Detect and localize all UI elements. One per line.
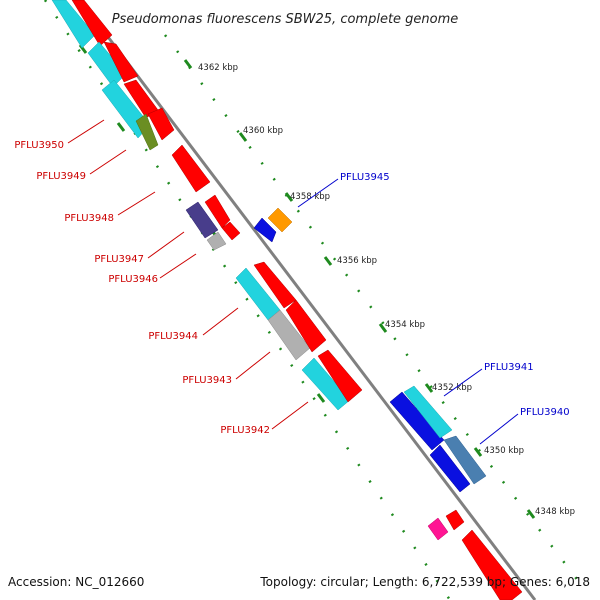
gene-label-pflu3950[interactable]: PFLU3950	[14, 140, 64, 151]
gene-label-pflu3943[interactable]: PFLU3943	[182, 375, 232, 386]
gene-label-pflu3949[interactable]: PFLU3949	[36, 171, 86, 182]
cds-red-8[interactable]	[285, 299, 327, 353]
scale-label-4358: 4358 kbp	[290, 192, 330, 202]
scale-label-4356: 4356 kbp	[337, 256, 377, 266]
cds-steel-pflu3940[interactable]	[443, 435, 487, 485]
cds-red-11[interactable]	[461, 529, 523, 600]
cds-magenta-1[interactable]	[427, 517, 449, 541]
reverse-label-connectors	[67, 119, 309, 430]
cds-blue-pflu3945[interactable]	[253, 217, 277, 243]
cds-red-9[interactable]	[317, 349, 363, 403]
cds-red-10[interactable]	[445, 509, 465, 531]
cds-grey-pflu3946[interactable]	[206, 231, 227, 251]
gene-label-pflu3940[interactable]: PFLU3940	[520, 407, 570, 418]
gene-label-pflu3946[interactable]: PFLU3946	[108, 274, 158, 285]
gene-label-pflu3941[interactable]: PFLU3941	[484, 362, 534, 373]
scale-label-4352: 4352 kbp	[432, 383, 472, 393]
scale-line-outer	[164, 34, 586, 591]
cds-red-pflu3948[interactable]	[171, 144, 211, 193]
cds-red-6[interactable]	[221, 221, 241, 241]
cds-blue-2[interactable]	[429, 444, 471, 493]
gene-label-pflu3945[interactable]: PFLU3945	[340, 172, 390, 183]
scale-label-4362: 4362 kbp	[198, 63, 238, 73]
scale-label-4350: 4350 kbp	[484, 446, 524, 456]
cds-orange-1[interactable]	[267, 207, 293, 233]
cds-cyan-pflu3941[interactable]	[403, 385, 453, 439]
gene-label-pflu3948[interactable]: PFLU3948	[64, 213, 114, 224]
reverse-strand-features	[51, 0, 363, 411]
forward-label-connectors	[297, 178, 519, 445]
scale-label-4348: 4348 kbp	[535, 507, 575, 517]
summary-text: Topology: circular; Length: 6,722,539 bp…	[259, 575, 590, 589]
cds-red-4[interactable]	[147, 107, 175, 141]
scale-label-4354: 4354 kbp	[385, 320, 425, 330]
cds-red-1[interactable]	[71, 0, 113, 47]
cds-red-2[interactable]	[103, 41, 139, 83]
genome-backbone	[78, 0, 537, 600]
gene-label-pflu3944[interactable]: PFLU3944	[148, 331, 198, 342]
map-title: Pseudomonas fluorescens SBW25, complete …	[112, 12, 459, 27]
forward-strand-features	[253, 207, 523, 600]
cds-purple-pflu3947[interactable]	[185, 201, 219, 239]
cds-olive-pflu3950[interactable]	[135, 113, 159, 151]
accession-text: Accession: NC_012660	[8, 575, 144, 589]
scale-label-4360: 4360 kbp	[243, 126, 283, 136]
cds-red-5[interactable]	[204, 194, 231, 229]
gene-label-pflu3947[interactable]: PFLU3947	[94, 254, 144, 265]
gene-label-pflu3942[interactable]: PFLU3942	[220, 425, 270, 436]
